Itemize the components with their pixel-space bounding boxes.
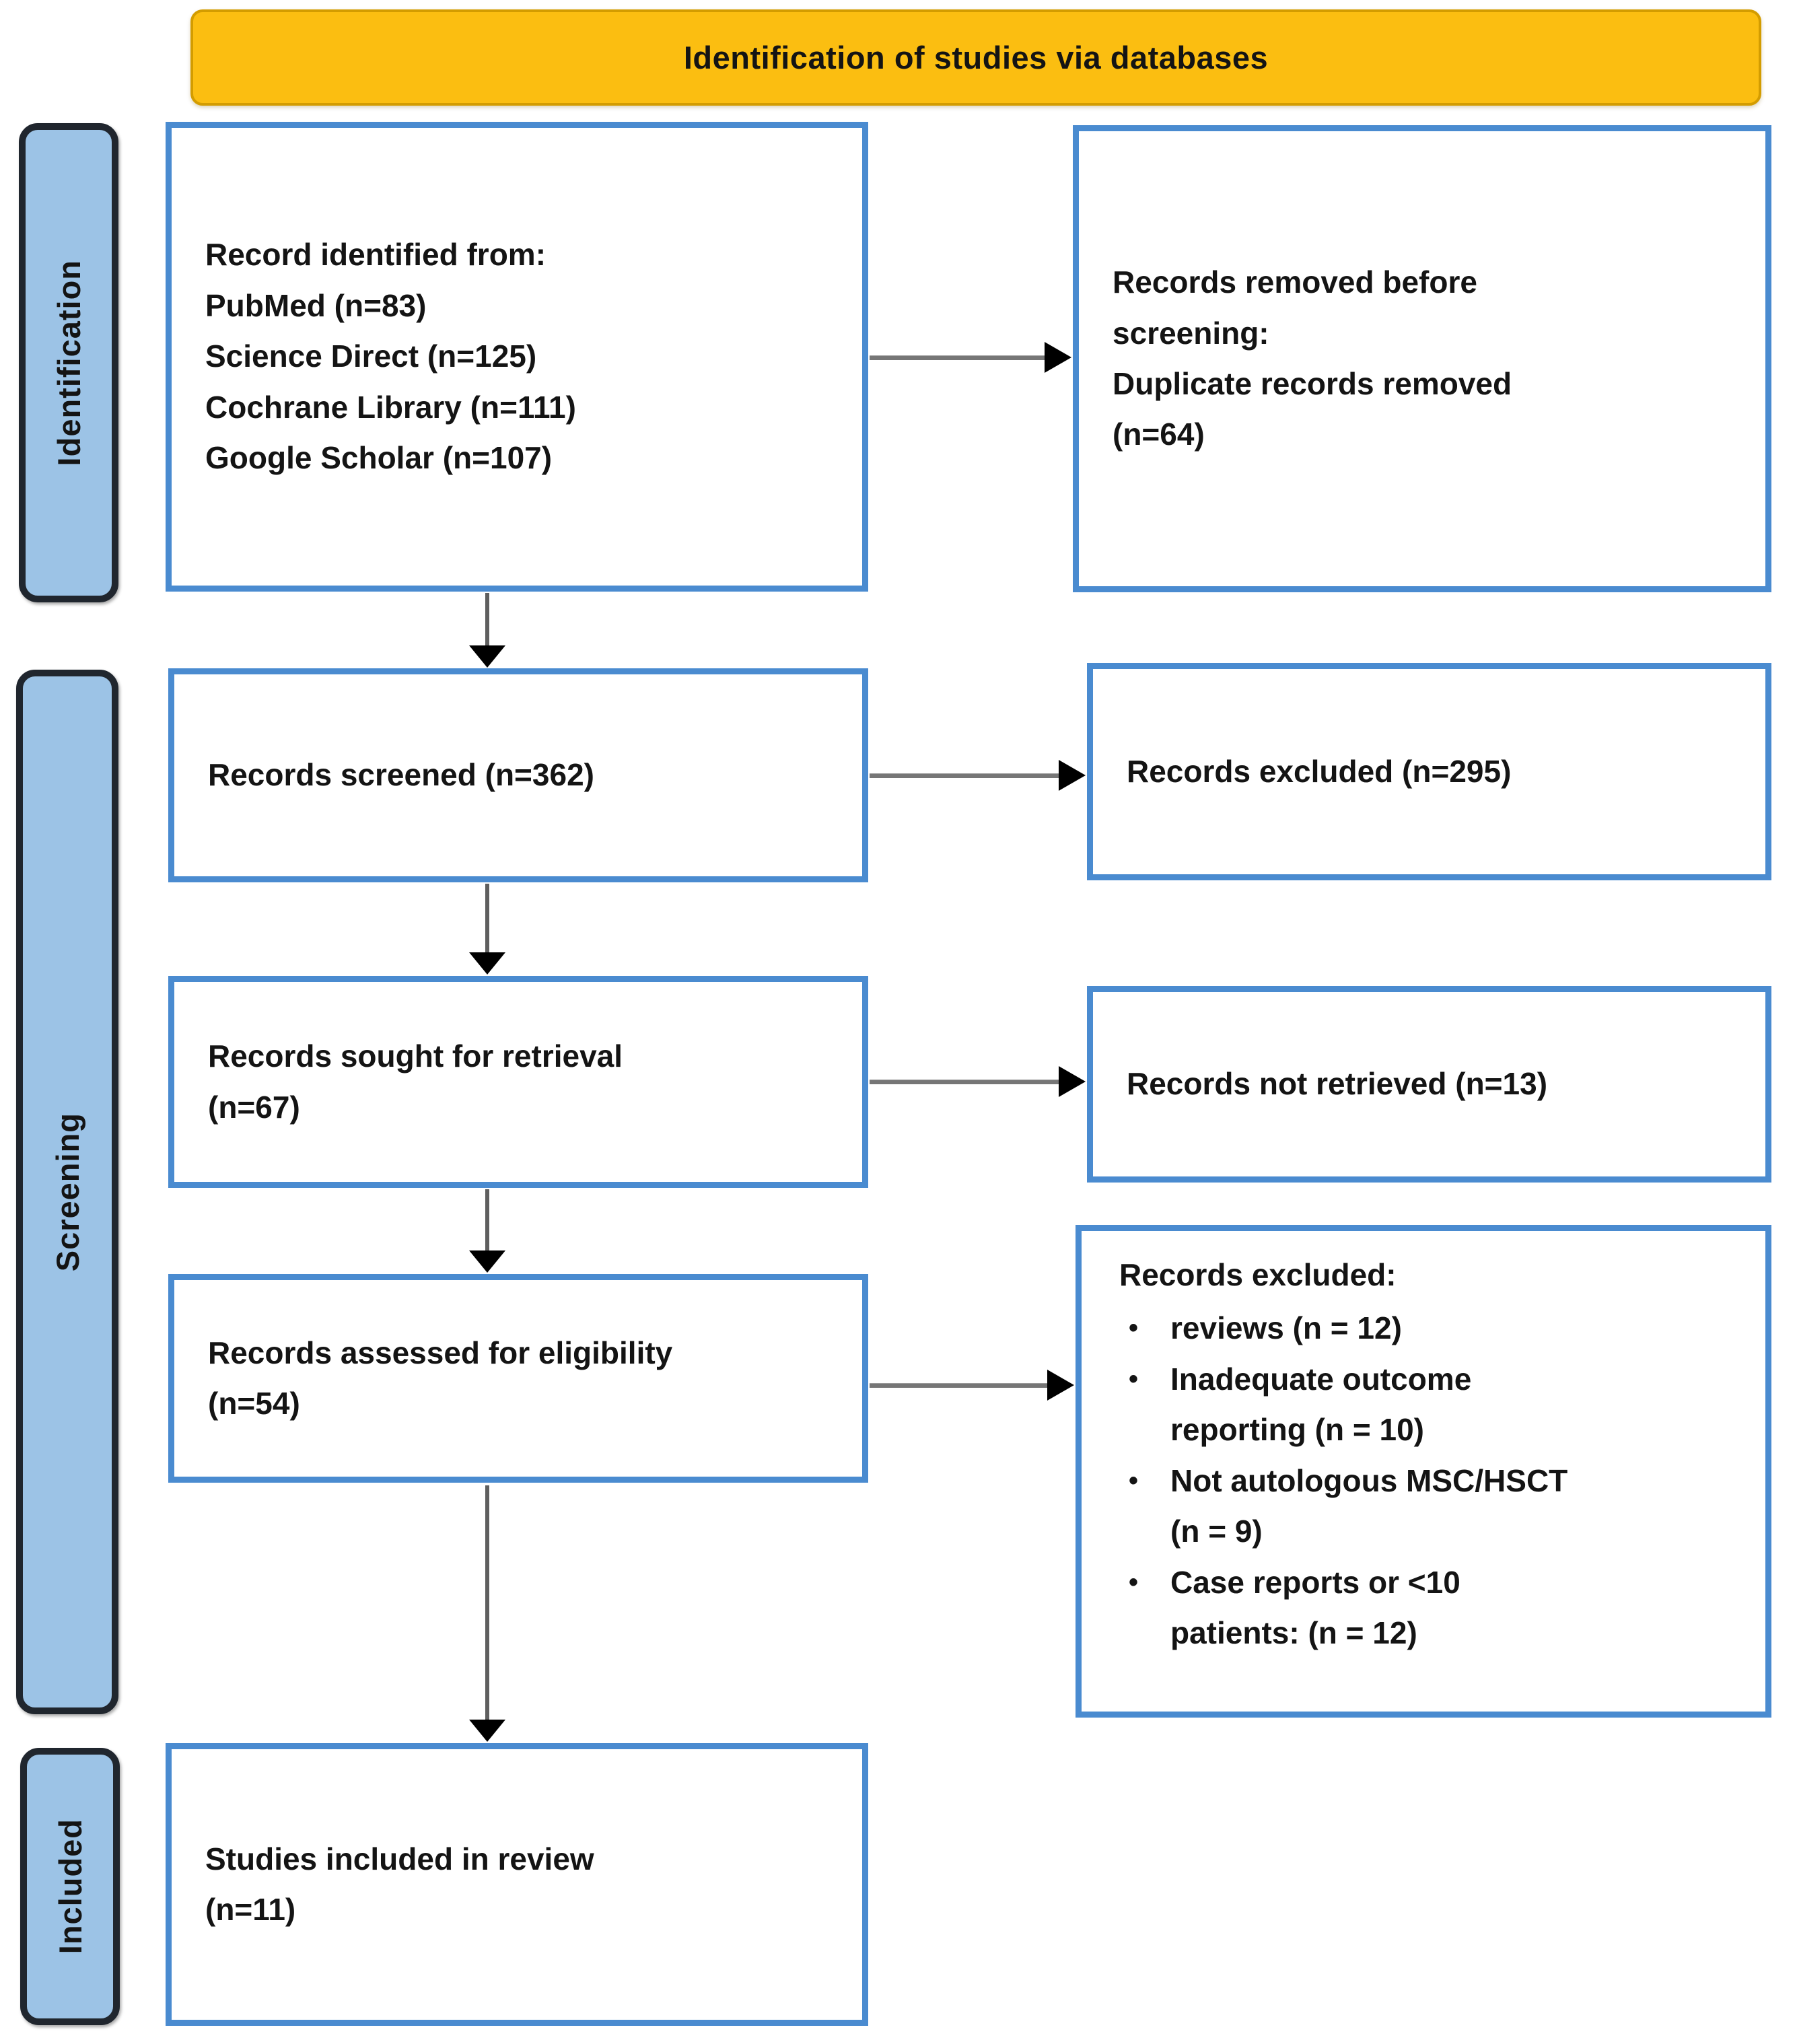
- stage-label-included-text: Included: [52, 1819, 88, 1954]
- text-line: PubMed (n=83): [205, 287, 427, 323]
- stage-label-screening: Screening: [16, 670, 118, 1714]
- box-records-excluded-details: Records excluded: reviews (n = 12) Inade…: [1076, 1225, 1771, 1718]
- list-item-text: Not autologous MSC/HSCT (n = 9): [1170, 1462, 1568, 1549]
- list-item: Case reports or <10 patients: (n = 12): [1119, 1557, 1588, 1659]
- arrow-identified-to-removed-line: [870, 355, 1046, 360]
- list-item-text: Inadequate outcome reporting (n = 10): [1170, 1361, 1472, 1448]
- arrow-sought-to-notretrieved-head: [1059, 1066, 1086, 1097]
- arrow-screened-to-sought-line: [485, 884, 489, 954]
- box-records-identified-text: Record identified from: PubMed (n=83) Sc…: [172, 230, 576, 483]
- box-studies-included-text: Studies included in review (n=11): [205, 1841, 594, 1927]
- stage-label-identification-text: Identification: [50, 259, 87, 466]
- text-line: Google Scholar (n=107): [205, 440, 553, 476]
- list-item: Inadequate outcome reporting (n = 10): [1119, 1354, 1588, 1456]
- diagram-title: Identification of studies via databases: [683, 40, 1269, 75]
- excluded-details-title: Records excluded:: [1119, 1257, 1397, 1292]
- box-records-not-retrieved: Records not retrieved (n=13): [1087, 986, 1771, 1183]
- box-records-sought: Records sought for retrieval (n=67): [168, 976, 868, 1188]
- arrow-sought-to-assessed-head: [469, 1250, 505, 1273]
- list-item-text: Case reports or <10 patients: (n = 12): [1170, 1564, 1460, 1651]
- stage-label-included: Included: [20, 1748, 120, 2025]
- arrow-identified-to-screened-line: [485, 593, 489, 647]
- arrow-assessed-to-excludeddetails-line: [870, 1383, 1049, 1388]
- box-records-screened-text: Records screened (n=362): [208, 757, 594, 793]
- list-item-text: reviews (n = 12): [1170, 1310, 1402, 1346]
- excluded-details-list: reviews (n = 12) Inadequate outcome repo…: [1119, 1303, 1588, 1658]
- diagram-title-banner: Identification of studies via databases: [190, 9, 1761, 106]
- stage-label-identification: Identification: [19, 123, 118, 602]
- box-records-screened: Records screened (n=362): [168, 668, 868, 882]
- stage-label-screening-text: Screening: [49, 1112, 85, 1272]
- list-item: Not autologous MSC/HSCT (n = 9): [1119, 1456, 1588, 1557]
- text-line: Cochrane Library (n=111): [205, 389, 576, 425]
- arrow-assessed-to-included-head: [469, 1720, 505, 1742]
- arrow-sought-to-assessed-line: [485, 1189, 489, 1252]
- list-item: reviews (n = 12): [1119, 1303, 1588, 1353]
- arrow-screened-to-sought-head: [469, 952, 505, 975]
- box-records-removed-before-screening: Records removed before screening: Duplic…: [1073, 125, 1771, 592]
- text-line: Records removed before screening:: [1113, 265, 1477, 351]
- box-records-not-retrieved-text: Records not retrieved (n=13): [1127, 1066, 1548, 1102]
- box-records-excluded-text: Records excluded (n=295): [1127, 753, 1512, 789]
- box-studies-included: Studies included in review (n=11): [166, 1743, 868, 2026]
- text-line: Science Direct (n=125): [205, 339, 537, 374]
- box-records-removed-text: Records removed before screening: Duplic…: [1079, 257, 1570, 460]
- arrow-sought-to-notretrieved-line: [870, 1080, 1060, 1084]
- arrow-screened-to-excluded-line: [870, 773, 1060, 778]
- box-records-sought-text: Records sought for retrieval (n=67): [208, 1038, 623, 1125]
- arrow-assessed-to-included-line: [485, 1485, 489, 1721]
- box-records-excluded: Records excluded (n=295): [1087, 663, 1771, 880]
- text-line: Record identified from:: [205, 237, 547, 273]
- box-records-assessed-text: Records assessed for eligibility (n=54): [208, 1335, 673, 1421]
- box-records-assessed: Records assessed for eligibility (n=54): [168, 1274, 868, 1483]
- box-records-identified: Record identified from: PubMed (n=83) Sc…: [166, 122, 868, 592]
- arrow-identified-to-screened-head: [469, 645, 505, 668]
- arrow-screened-to-excluded-head: [1059, 760, 1086, 791]
- box-records-excluded-details-content: Records excluded: reviews (n = 12) Inade…: [1082, 1231, 1615, 1659]
- arrow-identified-to-removed-head: [1045, 342, 1071, 373]
- text-line: Duplicate records removed (n=64): [1113, 366, 1512, 452]
- arrow-assessed-to-excludeddetails-head: [1047, 1370, 1074, 1401]
